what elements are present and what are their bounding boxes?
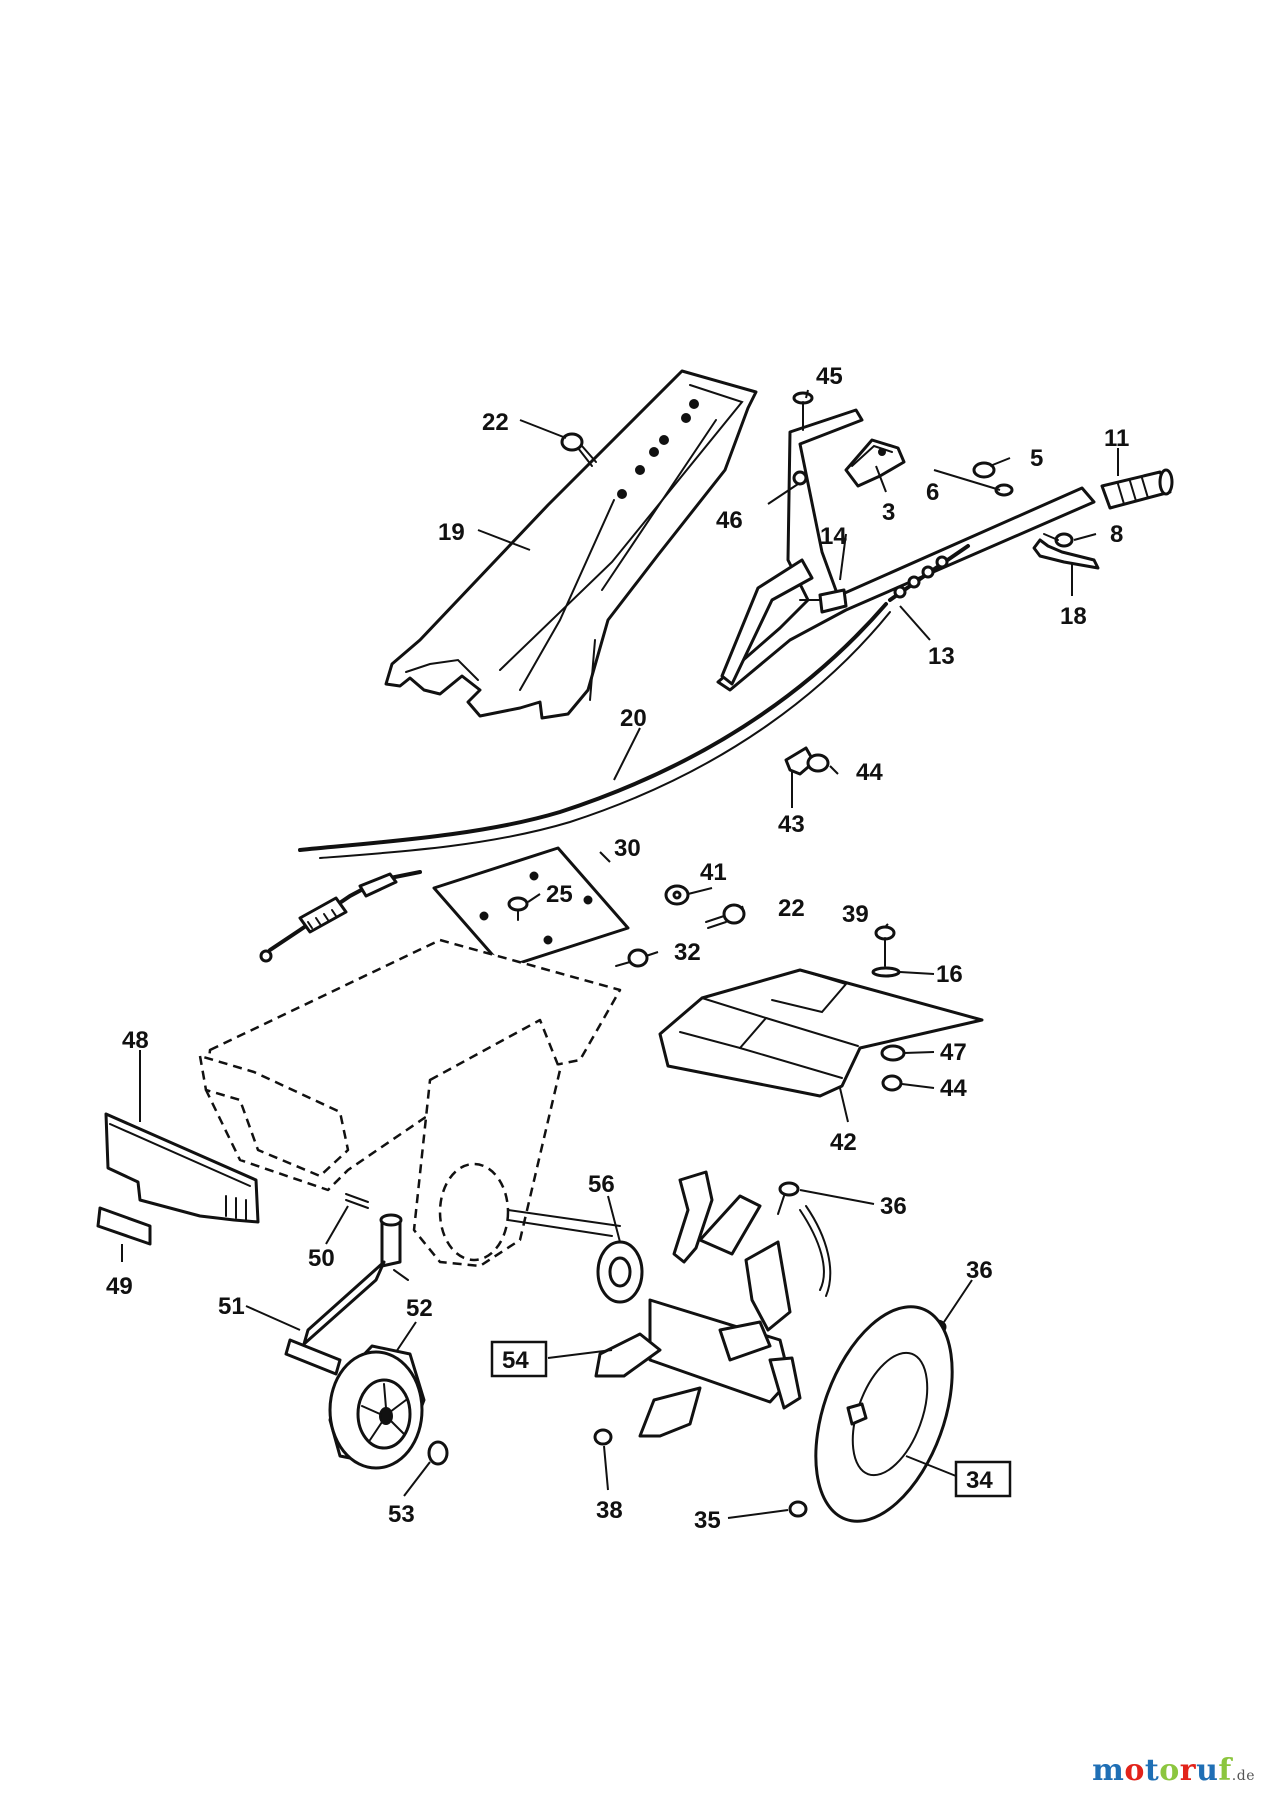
part-42-tine-shield xyxy=(658,968,984,1098)
callout-54-box xyxy=(490,1340,548,1378)
part-34-side-disc xyxy=(814,1305,954,1523)
callout-41: 41 xyxy=(700,859,727,886)
part-22-bolt-mid xyxy=(705,903,746,929)
callout-53: 53 xyxy=(388,1501,415,1528)
watermark-letter: o xyxy=(1159,1753,1180,1788)
callout-34-box xyxy=(954,1460,1012,1498)
part-8-screw xyxy=(1043,532,1074,548)
callout-3: 3 xyxy=(882,499,895,526)
callout-42: 42 xyxy=(830,1129,857,1156)
callout-44-upper: 44 xyxy=(856,759,883,786)
callout-labels: 22 19 45 5 11 6 3 46 8 14 18 13 20 44 43… xyxy=(106,363,1129,1534)
part-51-wheel-axle xyxy=(284,1213,409,1376)
part-19-handle-cover xyxy=(384,369,758,720)
callout-54: 54 xyxy=(502,1347,529,1374)
callout-47: 47 xyxy=(940,1039,967,1066)
part-56-tine-hub xyxy=(596,1240,644,1304)
part-25-bolt xyxy=(507,896,529,921)
callout-16: 16 xyxy=(936,961,963,988)
part-14-handlebar xyxy=(716,408,1096,692)
part-36-bolt-upper xyxy=(777,1181,800,1215)
callout-52: 52 xyxy=(406,1295,433,1322)
part-41-washer xyxy=(664,884,690,906)
part-44-nut-lower xyxy=(881,1074,903,1092)
callout-25: 25 xyxy=(546,881,573,908)
watermark-tld: .de xyxy=(1231,1768,1255,1784)
callout-14: 14 xyxy=(820,523,847,550)
callout-35: 35 xyxy=(694,1507,721,1534)
callout-18: 18 xyxy=(1060,603,1087,630)
callout-44-lower: 44 xyxy=(940,1075,967,1102)
part-20-throttle-cable xyxy=(259,602,891,963)
leader-lines xyxy=(121,389,1119,1519)
part-35-nut xyxy=(788,1500,808,1518)
callout-11: 11 xyxy=(1104,425,1129,452)
part-5-nut xyxy=(972,461,996,479)
callout-36-lower: 36 xyxy=(966,1257,993,1284)
watermark-letter: r xyxy=(1179,1753,1197,1788)
callout-38: 38 xyxy=(596,1497,623,1524)
part-16-washer xyxy=(871,966,901,978)
callout-36-upper: 36 xyxy=(880,1193,907,1220)
callout-22-top: 22 xyxy=(482,409,509,436)
watermark-letter: o xyxy=(1124,1753,1145,1788)
motoruf-watermark: motoruf.de xyxy=(1092,1753,1255,1788)
callout-43: 43 xyxy=(778,811,805,838)
callout-8: 8 xyxy=(1110,521,1123,548)
callout-20: 20 xyxy=(620,705,647,732)
callout-30: 30 xyxy=(614,835,641,862)
callout-34: 34 xyxy=(966,1467,993,1494)
part-44-nut-upper xyxy=(806,753,830,773)
part-39-bolt xyxy=(874,925,896,967)
callout-39: 39 xyxy=(842,901,869,928)
callout-56: 56 xyxy=(588,1171,615,1198)
part-53-circlip xyxy=(427,1440,449,1466)
callout-19: 19 xyxy=(438,519,465,546)
part-13-cable xyxy=(888,544,970,602)
watermark-letter: m xyxy=(1092,1753,1125,1788)
watermark-letter: u xyxy=(1196,1753,1219,1788)
part-46-nut xyxy=(792,470,808,486)
callout-22-mid: 22 xyxy=(778,895,805,922)
callout-51: 51 xyxy=(218,1293,245,1320)
watermark-letter: f xyxy=(1218,1753,1232,1788)
callout-49: 49 xyxy=(106,1273,133,1300)
part-22-bolt-top xyxy=(560,432,597,467)
part-43-cable-clamp xyxy=(784,746,816,776)
part-32-bolt xyxy=(615,948,649,968)
callout-50: 50 xyxy=(308,1245,335,1272)
part-3-lever-bracket xyxy=(844,438,906,488)
part-49-plate xyxy=(96,1206,152,1246)
part-30-mounting-plate xyxy=(432,846,630,970)
part-52-wheel xyxy=(328,1344,426,1470)
callout-45: 45 xyxy=(816,363,843,390)
callout-46: 46 xyxy=(716,507,743,534)
watermark-letter: t xyxy=(1144,1753,1160,1788)
part-6-washer xyxy=(994,483,1014,497)
watermark-brand: motoruf xyxy=(1092,1753,1232,1788)
part-18-throttle-lever xyxy=(1032,538,1100,570)
part-38-nut xyxy=(593,1428,613,1446)
part-54-tine-assembly xyxy=(594,1170,832,1438)
part-11-grip xyxy=(1100,468,1174,510)
callout-32: 32 xyxy=(674,939,701,966)
callout-48: 48 xyxy=(122,1027,149,1054)
callout-5: 5 xyxy=(1030,445,1043,472)
callout-13: 13 xyxy=(928,643,955,670)
callout-6: 6 xyxy=(926,479,939,506)
part-48-depth-bracket xyxy=(104,1112,260,1224)
gearbox-housing-dashed xyxy=(198,938,622,1268)
part-47-washer xyxy=(880,1044,906,1062)
part-50-pin xyxy=(345,1193,369,1209)
